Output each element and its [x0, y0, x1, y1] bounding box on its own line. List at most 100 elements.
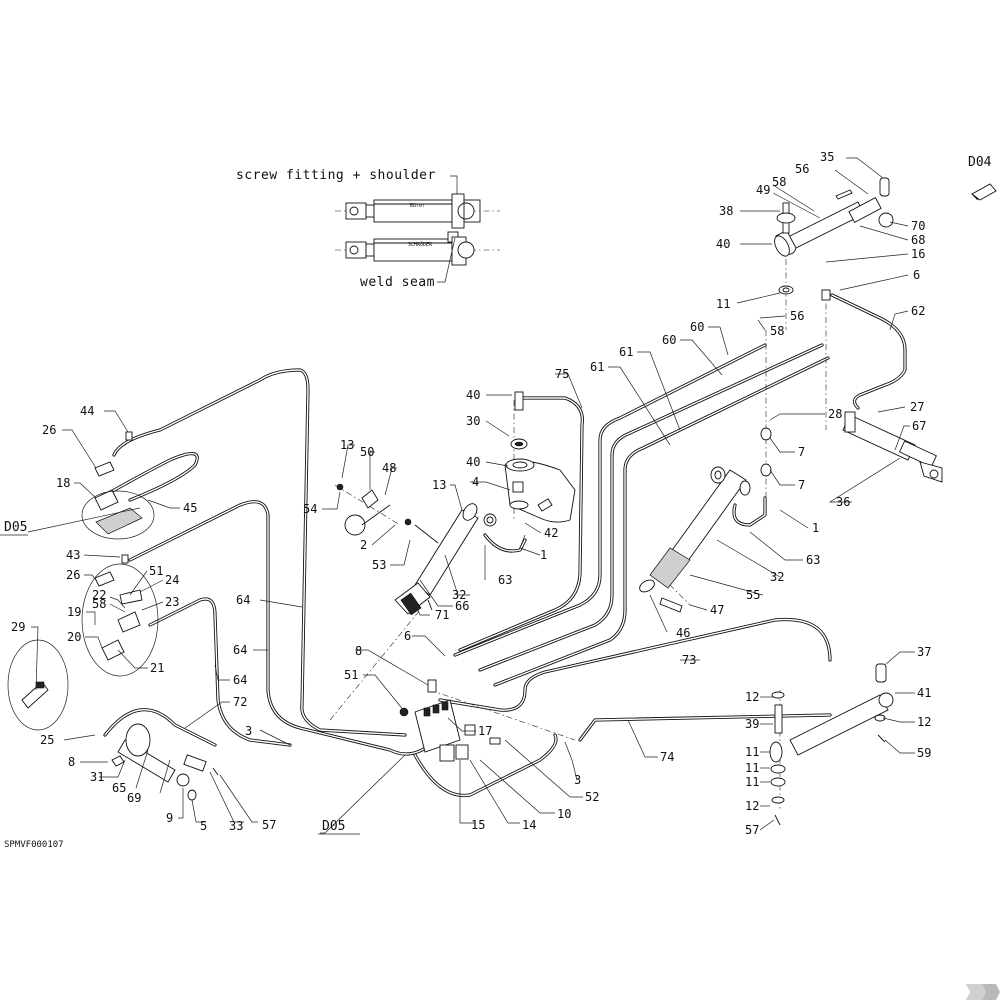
- callout-58b: 58: [770, 324, 784, 338]
- cylinder-center: [394, 503, 497, 616]
- callout-38: 38: [719, 204, 733, 218]
- cylinder-top-right: [774, 177, 894, 301]
- callout-11d: 11: [745, 775, 759, 789]
- ref-d05-left: D05: [4, 520, 27, 535]
- hose-routes: [98, 293, 907, 798]
- callout-22: 22: [92, 588, 106, 602]
- callout-15: 15: [471, 818, 485, 832]
- callout-63a: 63: [498, 573, 512, 587]
- callout-60a: 60: [690, 320, 704, 334]
- callout-13a: 13: [340, 438, 354, 452]
- callout-72: 72: [233, 695, 247, 709]
- callout-61a: 61: [619, 345, 633, 359]
- cylinder-lower-left: [111, 723, 219, 801]
- drawing-code: SPMVF000107: [4, 840, 64, 850]
- callout-12b: 12: [917, 715, 931, 729]
- callout-7b: 7: [798, 478, 805, 492]
- callout-41: 41: [917, 686, 931, 700]
- callout-40a: 40: [716, 237, 730, 251]
- callout-32b: 32: [770, 570, 784, 584]
- cylinder-right: [760, 411, 943, 483]
- callout-51b: 51: [344, 668, 358, 682]
- callout-73: 73: [682, 653, 696, 667]
- callout-30: 30: [466, 414, 480, 428]
- callout-49: 49: [756, 183, 770, 197]
- leader-lines: [27, 157, 915, 834]
- callout-52: 52: [585, 790, 599, 804]
- callout-48: 48: [382, 461, 396, 475]
- callout-9: 9: [166, 811, 173, 825]
- callout-35: 35: [820, 150, 834, 164]
- callout-39: 39: [745, 717, 759, 731]
- callout-55: 55: [746, 588, 760, 602]
- ref-d04: D04: [968, 155, 992, 170]
- callout-8b: 8: [355, 644, 362, 658]
- inset-cylinder-detail: screw fitting + shoulder Bürer SCHRÖDER …: [236, 168, 500, 290]
- callout-43: 43: [66, 548, 80, 562]
- brand-logo-icon: [966, 984, 1000, 1000]
- callout-18: 18: [56, 476, 70, 490]
- callout-57a: 57: [262, 818, 276, 832]
- callout-14: 14: [522, 818, 536, 832]
- callout-3b: 3: [574, 773, 581, 787]
- callout-65: 65: [112, 781, 126, 795]
- callout-7a: 7: [798, 445, 805, 459]
- callout-42: 42: [544, 526, 558, 540]
- callout-labels: 35 56 58 49 38 70 68 40 16 6 11 56 62 58…: [11, 150, 931, 837]
- callout-26a: 26: [42, 423, 56, 437]
- callout-28: 28: [828, 407, 842, 421]
- inset-bottom-caption: weld seam: [360, 275, 435, 290]
- callout-60b: 60: [662, 333, 676, 347]
- callout-25: 25: [40, 733, 54, 747]
- callout-4: 4: [472, 475, 479, 489]
- reference-d05: D05 D05: [0, 520, 360, 835]
- callout-64a: 64: [236, 593, 250, 607]
- callout-57b: 57: [745, 823, 759, 837]
- part-29-fitting: [7, 639, 69, 731]
- callout-61b: 61: [590, 360, 604, 374]
- callout-63b: 63: [806, 553, 820, 567]
- callout-26b: 26: [66, 568, 80, 582]
- callout-3a: 3: [245, 724, 252, 738]
- callout-67: 67: [912, 419, 926, 433]
- callout-70: 70: [911, 219, 925, 233]
- reference-d04: D04: [968, 155, 997, 201]
- callout-23: 23: [165, 595, 179, 609]
- cylinder-lower-right: [769, 663, 894, 826]
- callout-24: 24: [165, 573, 179, 587]
- callout-68: 68: [911, 233, 925, 247]
- callout-54: 54: [303, 502, 317, 516]
- callout-56a: 56: [795, 162, 809, 176]
- callout-8a: 8: [68, 755, 75, 769]
- callout-64c: 64: [233, 673, 247, 687]
- upper-cylinder-mark: Bürer: [410, 203, 425, 209]
- callout-56b: 56: [790, 309, 804, 323]
- left-fittings: [81, 431, 159, 677]
- callout-1b: 1: [540, 548, 547, 562]
- callout-19: 19: [67, 605, 81, 619]
- callout-75: 75: [555, 367, 569, 381]
- callout-66: 66: [455, 599, 469, 613]
- bracket-parts: [336, 483, 439, 544]
- callout-17: 17: [478, 724, 492, 738]
- callout-69: 69: [127, 791, 141, 805]
- callout-12a: 12: [745, 690, 759, 704]
- callout-74: 74: [660, 750, 674, 764]
- callout-11b: 11: [745, 745, 759, 759]
- callout-31: 31: [90, 770, 104, 784]
- callout-58a: 58: [772, 175, 786, 189]
- parts: [7, 177, 943, 826]
- callout-11c: 11: [745, 761, 759, 775]
- callout-20: 20: [67, 630, 81, 644]
- callout-10: 10: [557, 807, 571, 821]
- callout-40c: 40: [466, 455, 480, 469]
- callout-62: 62: [911, 304, 925, 318]
- callout-12c: 12: [745, 799, 759, 813]
- callout-37: 37: [917, 645, 931, 659]
- callout-40b: 40: [466, 388, 480, 402]
- callout-36: 36: [836, 495, 850, 509]
- callout-50: 50: [360, 445, 374, 459]
- ref-d05-bottom: D05: [322, 819, 345, 834]
- callout-59: 59: [917, 746, 931, 760]
